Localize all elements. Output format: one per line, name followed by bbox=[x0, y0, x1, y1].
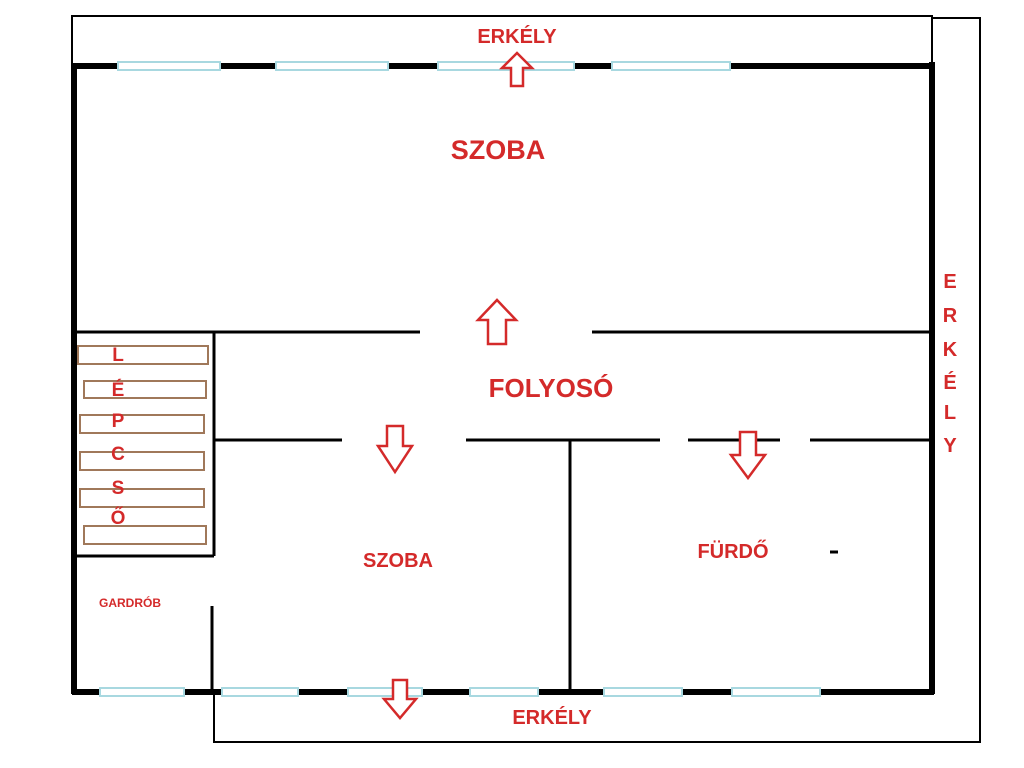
label-staircase-letter: P bbox=[112, 411, 125, 432]
label-balcony-right-letter: Y bbox=[943, 435, 957, 457]
label-staircase-letter: Ő bbox=[111, 507, 126, 529]
window-bottom-6 bbox=[731, 687, 821, 697]
label-balcony-right-letter: É bbox=[943, 371, 956, 394]
stair-tread bbox=[79, 414, 205, 434]
window-bottom-4 bbox=[469, 687, 539, 697]
window-top-4 bbox=[611, 61, 731, 71]
window-bottom-3 bbox=[347, 687, 423, 697]
label-wardrobe: GARDRÓB bbox=[99, 595, 161, 610]
balcony-outlines bbox=[71, 15, 981, 743]
arrow-up-room-icon bbox=[475, 298, 519, 346]
label-hallway: FOLYOSÓ bbox=[489, 373, 614, 403]
label-balcony-right-letter: K bbox=[943, 339, 958, 361]
label-staircase-letter: C bbox=[111, 444, 125, 465]
label-balcony-top: ERKÉLY bbox=[477, 25, 557, 48]
right-bottom-balcony-outline bbox=[213, 17, 981, 743]
label-balcony-bottom: ERKÉLY bbox=[512, 706, 592, 729]
stair-tread bbox=[77, 345, 209, 365]
window-bottom-1 bbox=[99, 687, 185, 697]
stair-tread bbox=[83, 380, 207, 399]
arrow-down-room-icon bbox=[375, 424, 415, 475]
stair-tread bbox=[79, 451, 205, 471]
label-balcony-right-letter: E bbox=[943, 271, 956, 293]
label-bathroom: FÜRDŐ bbox=[697, 540, 768, 563]
stair-tread bbox=[83, 525, 207, 545]
window-bottom-5 bbox=[603, 687, 683, 697]
arrow-down-balcony-icon bbox=[381, 678, 419, 720]
labels: ERKÉLY SZOBA FOLYOSÓ SZOBA FÜRDŐ GARDRÓB… bbox=[99, 25, 958, 729]
label-staircase-letter: L bbox=[112, 345, 124, 366]
window-top-2 bbox=[275, 61, 389, 71]
arrow-up-balcony-icon bbox=[498, 51, 536, 88]
label-room-small: SZOBA bbox=[363, 550, 433, 572]
staircase-treads bbox=[77, 345, 209, 545]
label-room-main: SZOBA bbox=[451, 135, 546, 165]
arrows bbox=[375, 51, 768, 720]
interior-walls bbox=[74, 330, 932, 692]
label-balcony-right-letter: L bbox=[944, 402, 956, 424]
label-staircase-letter: S bbox=[112, 478, 125, 499]
label-balcony-right-letter: R bbox=[943, 305, 958, 327]
arrow-down-bathroom-icon bbox=[728, 430, 768, 481]
window-top-1 bbox=[117, 61, 221, 71]
windows bbox=[99, 61, 821, 697]
label-staircase-letter: É bbox=[112, 379, 125, 401]
stair-tread bbox=[79, 488, 205, 508]
top-balcony-outline bbox=[71, 15, 933, 66]
window-bottom-2 bbox=[221, 687, 299, 697]
